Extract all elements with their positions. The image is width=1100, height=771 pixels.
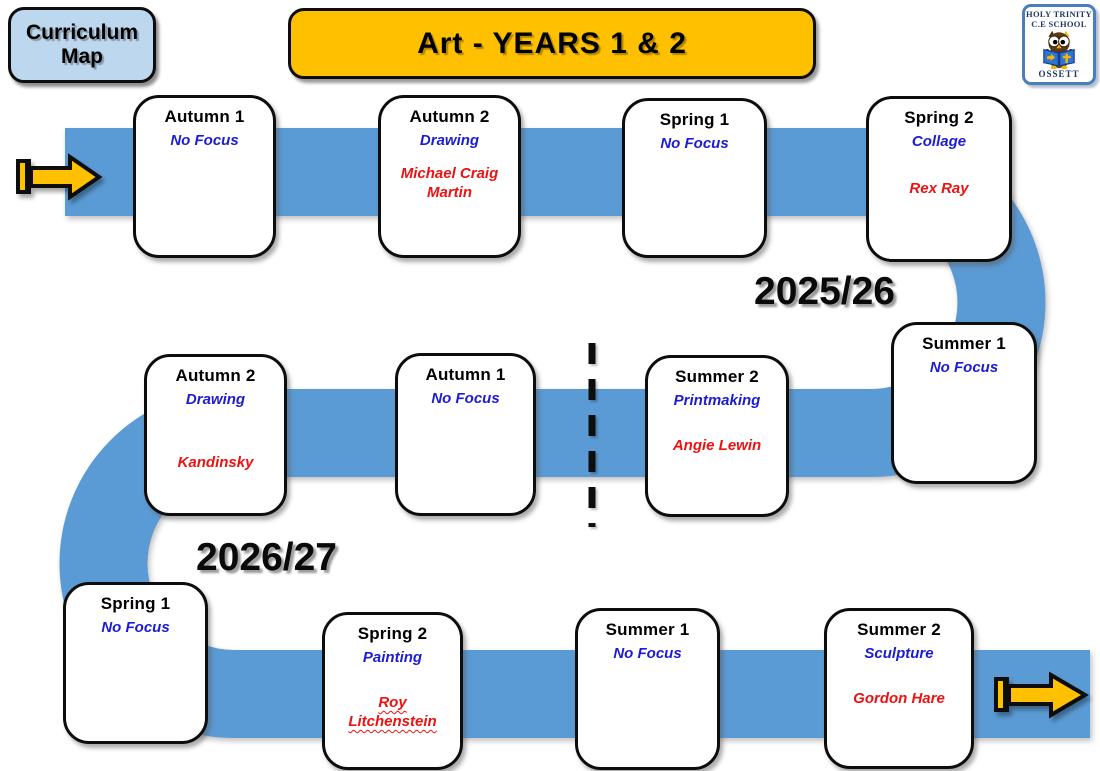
term-artist: Angie Lewin bbox=[672, 437, 762, 454]
term-focus: Painting bbox=[362, 649, 423, 666]
term-card-autumn2-y1: Autumn 2 Drawing Michael Craig Martin bbox=[378, 95, 521, 258]
term-card-title: Summer 2 bbox=[857, 620, 941, 639]
term-card-title: Summer 2 bbox=[675, 367, 759, 386]
term-artist: Kandinsky bbox=[177, 454, 254, 471]
term-artist: Rex Ray bbox=[909, 180, 969, 197]
term-card-title: Autumn 2 bbox=[175, 366, 256, 385]
term-focus: No Focus bbox=[660, 135, 729, 152]
owl-reading-book-icon bbox=[1043, 30, 1075, 69]
year-label-2025-26: 2025/26 bbox=[754, 270, 895, 313]
term-card-title: Summer 1 bbox=[922, 334, 1006, 353]
term-card-spring2-y1: Spring 2 Collage Rex Ray bbox=[866, 96, 1012, 262]
term-artist: Michael Craig Martin bbox=[400, 165, 499, 201]
term-artist: Gordon Hare bbox=[853, 690, 945, 707]
school-logo: HOLY TRINITY C.E SCHOOL OSSETT bbox=[1022, 4, 1096, 85]
term-focus: Printmaking bbox=[673, 392, 761, 409]
term-card-title: Autumn 2 bbox=[409, 107, 490, 126]
school-town: OSSETT bbox=[1038, 69, 1080, 79]
term-focus: Drawing bbox=[419, 132, 480, 149]
start-arrow-icon bbox=[16, 153, 103, 201]
school-name: HOLY TRINITY C.E SCHOOL bbox=[1026, 9, 1092, 29]
term-artist: Roy Litchenstein bbox=[348, 694, 437, 730]
term-card-autumn2-y2: Autumn 2 Drawing Kandinsky bbox=[144, 354, 287, 516]
term-focus: Drawing bbox=[185, 391, 246, 408]
term-card-title: Spring 2 bbox=[904, 108, 974, 127]
term-card-title: Summer 1 bbox=[605, 620, 690, 639]
term-focus: Collage bbox=[911, 133, 967, 150]
term-card-spring2-y2: Spring 2 Painting Roy Litchenstein bbox=[322, 612, 463, 770]
term-card-title: Spring 1 bbox=[100, 594, 171, 613]
term-card-spring1-y2: Spring 1 No Focus bbox=[63, 582, 208, 744]
term-card-spring1-y1: Spring 1 No Focus bbox=[622, 98, 767, 258]
term-card-summer1-y1: Summer 1 No Focus bbox=[891, 322, 1037, 484]
term-card-autumn1-y2: Autumn 1 No Focus bbox=[395, 353, 536, 516]
term-card-title: Autumn 1 bbox=[425, 365, 506, 384]
term-focus: No Focus bbox=[101, 619, 170, 636]
term-card-summer1-y2: Summer 1 No Focus bbox=[575, 608, 720, 770]
term-card-title: Spring 1 bbox=[659, 110, 730, 129]
term-card-title: Autumn 1 bbox=[164, 107, 245, 126]
page-title: Art - YEARS 1 & 2 bbox=[288, 8, 816, 79]
term-focus: No Focus bbox=[170, 132, 239, 149]
term-card-summer2-y2: Summer 2 Sculpture Gordon Hare bbox=[824, 608, 974, 769]
term-card-title: Spring 2 bbox=[357, 624, 428, 643]
term-focus: Sculpture bbox=[864, 645, 934, 662]
term-focus: No Focus bbox=[929, 359, 999, 376]
curriculum-map-badge: Curriculum Map bbox=[8, 7, 156, 83]
term-focus: No Focus bbox=[613, 645, 682, 662]
end-arrow-icon bbox=[994, 671, 1089, 719]
year-label-2026-27: 2026/27 bbox=[196, 536, 337, 579]
term-card-autumn1-y1: Autumn 1 No Focus bbox=[133, 95, 276, 258]
term-card-summer2-y1: Summer 2 Printmaking Angie Lewin bbox=[645, 355, 789, 517]
term-focus: No Focus bbox=[431, 390, 500, 407]
